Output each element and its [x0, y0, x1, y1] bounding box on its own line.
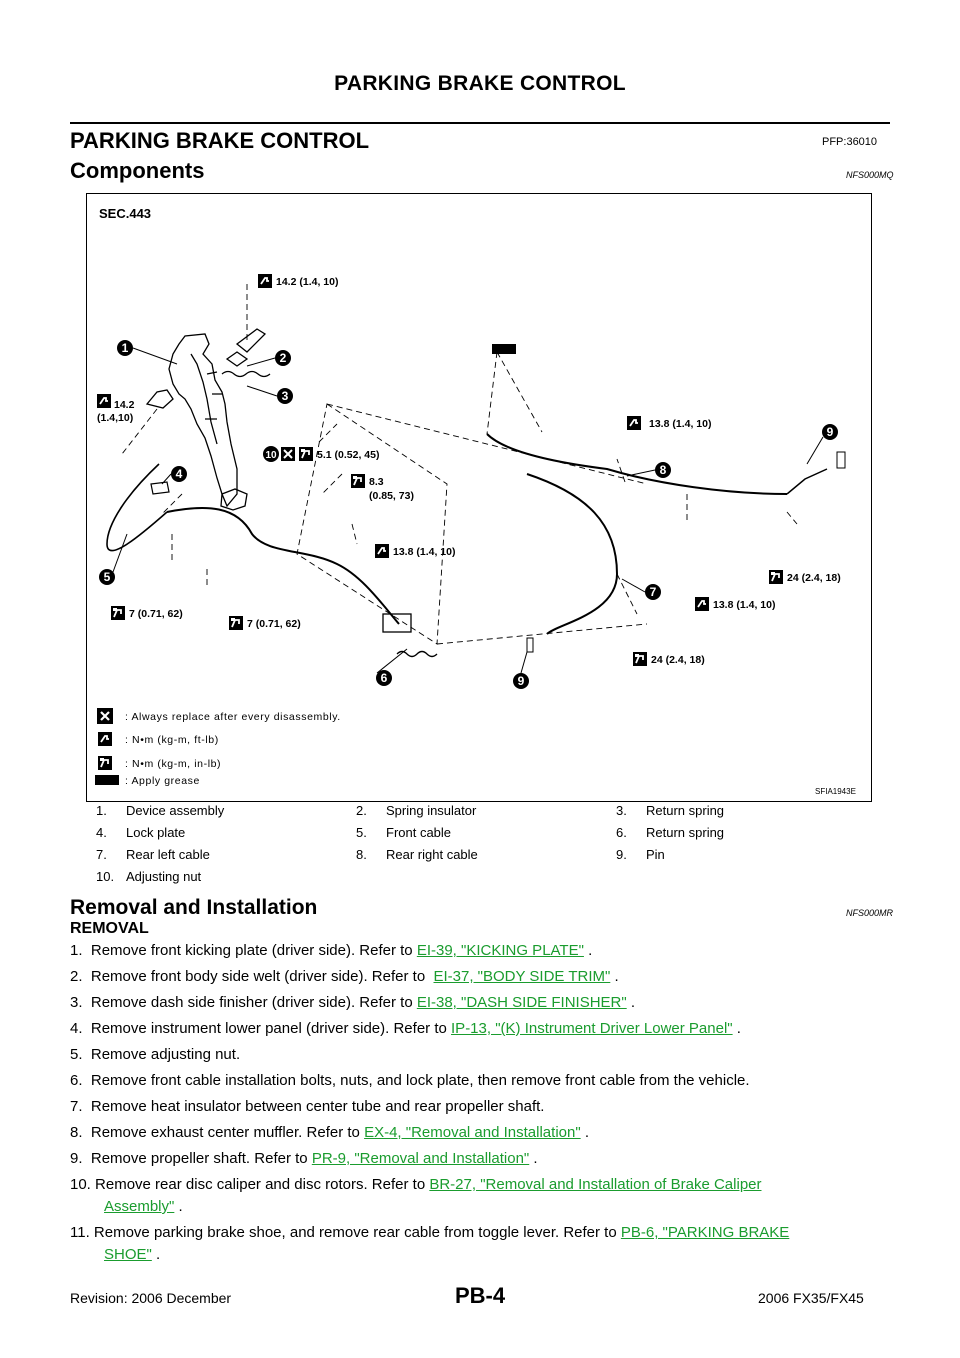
svg-text:13.8 (1.4, 10): 13.8 (1.4, 10) [713, 599, 775, 611]
svg-text:8: 8 [660, 463, 667, 477]
link-ei-38[interactable]: EI-38, "DASH SIDE FINISHER" [416, 994, 627, 1011]
svg-text:9: 9 [518, 674, 525, 688]
svg-text:9: 9 [827, 425, 834, 439]
components-heading: Components [70, 158, 205, 183]
header-rule [70, 122, 890, 124]
footer-revision: Revision: 2006 December [70, 1290, 232, 1306]
svg-text:3: 3 [282, 389, 289, 403]
pfp-code: PFP:36010 [822, 136, 878, 148]
step-1: 1. Remove front kicking plate (driver si… [70, 942, 593, 959]
step-3: 3. Remove dash side finisher (driver sid… [70, 994, 636, 1011]
svg-text:7: 7 [650, 585, 657, 599]
link-ei-37[interactable]: EI-37, "BODY SIDE TRIM" [433, 968, 611, 985]
link-pb-6[interactable]: PB-6, "PARKING BRAKE [620, 1224, 790, 1241]
svg-text:5: 5 [104, 570, 111, 584]
step-2: 2. Remove front body side welt (driver s… [70, 968, 619, 985]
svg-text:1: 1 [122, 341, 129, 355]
step-4: 4. Remove instrument lower panel (driver… [70, 1020, 741, 1037]
link-ex-4[interactable]: EX-4, "Removal and Installation" [364, 1124, 581, 1141]
device-assembly-drawing [145, 333, 248, 511]
link-br-27[interactable]: BR-27, "Removal and Installation of Brak… [429, 1176, 762, 1193]
svg-text:7 (0.71, 62): 7 (0.71, 62) [129, 608, 183, 620]
step-10: 10. Remove rear disc caliper and disc ro… [70, 1176, 762, 1193]
step-6: 6. Remove front cable installation bolts… [70, 1072, 750, 1089]
svg-text:13.8 (1.4, 10): 13.8 (1.4, 10) [393, 546, 455, 558]
step-9: 9. Remove propeller shaft. Refer to PR-9… [70, 1150, 538, 1167]
torque-ftlb-icon [97, 731, 113, 747]
removal-heading: Removal and Installation [70, 896, 318, 919]
svg-text:4: 4 [176, 467, 183, 481]
step-11-cont: SHOE" . [104, 1246, 161, 1263]
svg-text:: Always replace after every d: : Always replace after every disassembly… [125, 711, 341, 723]
svg-text:: Apply grease: : Apply grease [125, 775, 200, 787]
sec-label: SEC.443 [99, 206, 151, 221]
rear-right-cable [486, 433, 788, 495]
svg-text:5.1 (0.52, 45): 5.1 (0.52, 45) [317, 449, 379, 461]
svg-text:6: 6 [381, 671, 388, 685]
step-5: 5. Remove adjusting nut. [70, 1046, 241, 1063]
figure-id: SFIA1943E [815, 787, 856, 796]
svg-text:8.3: 8.3 [369, 476, 384, 488]
diagram-legend: : Always replace after every disassembly… [95, 708, 341, 787]
svg-text:24 (2.4, 18): 24 (2.4, 18) [651, 654, 705, 666]
torque-labels: 14.2 (1.4, 10) 14.2 (1.4,10) 5.1 (0.52, … [96, 273, 841, 667]
link-ei-39[interactable]: EI-39, "KICKING PLATE" [416, 942, 584, 959]
footer-model: 2006 FX35/FX45 [758, 1290, 864, 1306]
svg-text:7 (0.71, 62): 7 (0.71, 62) [247, 618, 301, 630]
svg-text:(1.4,10): (1.4,10) [97, 412, 133, 424]
removal-code: NFS000MR [846, 908, 894, 918]
link-pb-6-cont[interactable]: SHOE" [104, 1246, 152, 1263]
footer-page-number: PB-4 [454, 1283, 506, 1308]
svg-text:: N•m (kg-m, in-lb): : N•m (kg-m, in-lb) [125, 758, 221, 770]
rear-left-cable [526, 473, 619, 635]
grease-marker [492, 344, 516, 354]
svg-text:24 (2.4, 18): 24 (2.4, 18) [787, 572, 841, 584]
removal-subtitle: REMOVAL [70, 920, 149, 937]
svg-text:(0.85, 73): (0.85, 73) [369, 490, 414, 502]
step-10-cont: Assembly" . [104, 1198, 183, 1215]
svg-text:13.8 (1.4, 10): 13.8 (1.4, 10) [649, 418, 711, 430]
callout-group: 1 2 3 4 5 6 7 8 9 9 10 [99, 340, 838, 689]
link-pr-9[interactable]: PR-9, "Removal and Installation" [311, 1150, 530, 1167]
svg-text:10: 10 [265, 450, 277, 461]
step-8: 8. Remove exhaust center muffler. Refer … [70, 1124, 589, 1141]
svg-text:2: 2 [280, 351, 287, 365]
link-br-27-cont[interactable]: Assembly" [104, 1198, 175, 1215]
svg-text:14.2: 14.2 [114, 399, 135, 411]
spring-drawing [221, 328, 271, 378]
components-diagram: SEC.443 [86, 193, 872, 802]
torque-inlb-icon [97, 755, 113, 771]
link-ip-13[interactable]: IP-13, "(K) Instrument Driver Lower Pane… [451, 1020, 733, 1037]
running-header-title: PARKING BRAKE CONTROL [334, 72, 626, 95]
front-cable [166, 507, 400, 625]
svg-text:14.2 (1.4, 10): 14.2 (1.4, 10) [276, 276, 338, 288]
grease-icon [95, 775, 119, 785]
section-title: PARKING BRAKE CONTROL [70, 128, 370, 153]
svg-text:: N•m (kg-m, ft-lb): : N•m (kg-m, ft-lb) [125, 734, 219, 746]
diagram-svg: SEC.443 [95, 206, 856, 796]
step-11: 11. Remove parking brake shoe, and remov… [70, 1224, 790, 1241]
step-7: 7. Remove heat insulator between center … [70, 1098, 545, 1115]
components-code: NFS000MQ [846, 170, 894, 180]
